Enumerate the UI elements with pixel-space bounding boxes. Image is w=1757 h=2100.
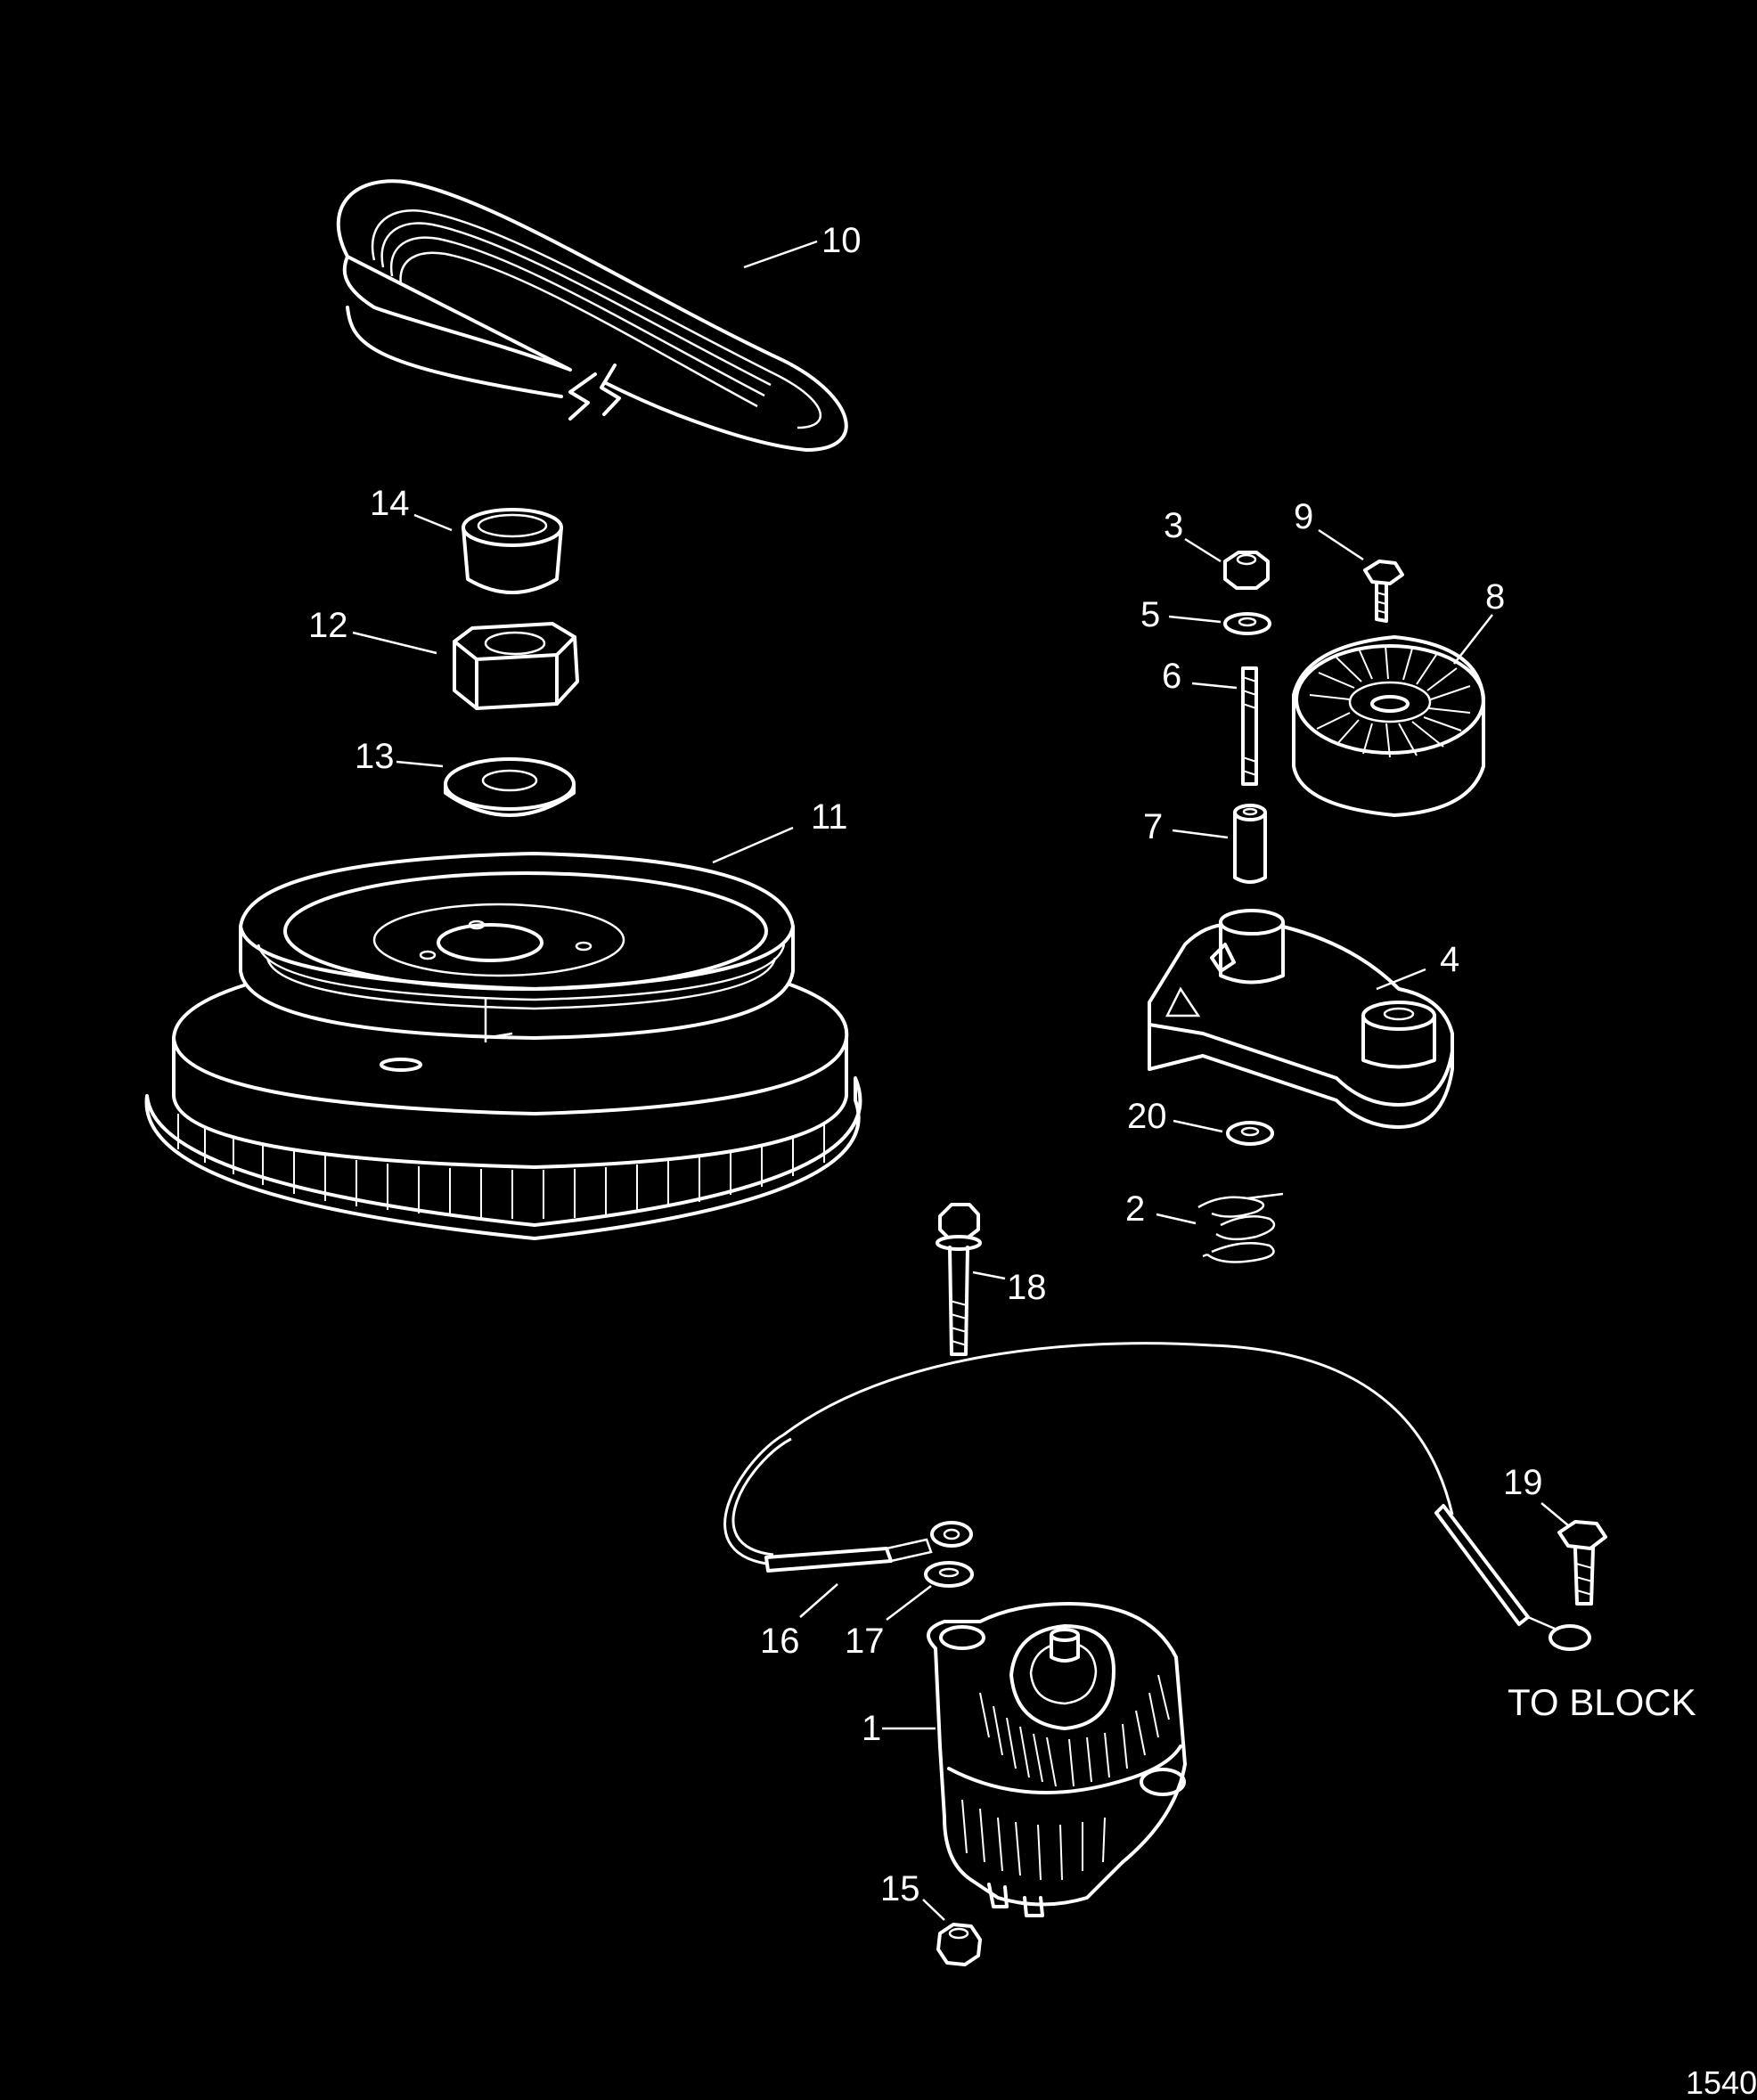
part-9-bolt xyxy=(1363,560,1404,623)
callout-5: 5 xyxy=(1140,595,1160,634)
callout-1: 1 xyxy=(862,1709,881,1748)
callout-8: 8 xyxy=(1485,577,1505,617)
ground-wire-cable xyxy=(723,1342,1591,1651)
part-8-idler-pulley xyxy=(1292,635,1485,817)
callout-12: 12 xyxy=(308,606,348,645)
callout-16: 16 xyxy=(760,1622,800,1661)
part-19-bolt xyxy=(1557,1520,1607,1606)
leader-5 xyxy=(1168,615,1222,624)
leader-11 xyxy=(712,826,794,864)
callout-18: 18 xyxy=(1007,1268,1047,1307)
leader-14 xyxy=(413,513,453,532)
callout-17: 17 xyxy=(845,1622,885,1661)
leader-6 xyxy=(1191,682,1238,690)
part-11-flywheel xyxy=(144,852,862,1240)
callout-labels: 10 14 12 13 11 3 9 8 5 6 7 4 20 2 18 19 … xyxy=(308,221,1543,1908)
leader-lines xyxy=(352,240,1569,1921)
leader-9 xyxy=(1318,528,1364,561)
part-13-washer xyxy=(444,757,576,817)
callout-20: 20 xyxy=(1127,1097,1167,1136)
leader-19 xyxy=(1540,1502,1569,1526)
part-2-spring xyxy=(1197,1192,1284,1263)
callout-15: 15 xyxy=(880,1869,920,1908)
leader-16 xyxy=(799,1583,838,1618)
callout-7: 7 xyxy=(1143,807,1163,846)
leader-12 xyxy=(352,631,437,655)
leader-4 xyxy=(1376,968,1426,991)
leader-2 xyxy=(1156,1213,1197,1225)
leader-10 xyxy=(743,240,818,269)
callout-10: 10 xyxy=(821,221,862,260)
part-15-nut xyxy=(936,1923,982,1966)
part-1-alternator xyxy=(927,1602,1187,1917)
part-17-washer xyxy=(924,1561,974,1588)
part-7-spacer xyxy=(1233,804,1267,884)
callout-6: 6 xyxy=(1162,657,1181,696)
part-12-hex-nut xyxy=(453,622,579,710)
part-10-drive-belt xyxy=(336,179,848,452)
leader-13 xyxy=(396,760,444,768)
document-id: 1540 xyxy=(1686,2064,1757,2100)
callout-11: 11 xyxy=(811,797,848,837)
callout-9: 9 xyxy=(1294,497,1313,536)
part-3-nut xyxy=(1223,551,1270,590)
part-14-bushing xyxy=(462,508,563,594)
to-block-label: TO BLOCK xyxy=(1508,1681,1696,1723)
part-4-tensioner-bracket xyxy=(1148,909,1454,1129)
leader-8 xyxy=(1453,614,1493,665)
leader-17 xyxy=(886,1585,932,1621)
callout-14: 14 xyxy=(370,484,410,523)
leader-20 xyxy=(1173,1119,1223,1133)
leader-7 xyxy=(1172,829,1229,839)
callout-4: 4 xyxy=(1440,940,1459,979)
callout-3: 3 xyxy=(1164,506,1183,545)
callout-13: 13 xyxy=(355,737,395,776)
leader-18 xyxy=(972,1271,1006,1280)
part-20-washer xyxy=(1226,1121,1274,1146)
part-5-washer xyxy=(1223,612,1271,635)
callout-19: 19 xyxy=(1503,1463,1543,1502)
part-6-stud xyxy=(1241,666,1258,786)
leader-3 xyxy=(1184,537,1222,563)
callout-2: 2 xyxy=(1125,1189,1145,1229)
leader-15 xyxy=(922,1899,945,1921)
part-18-long-bolt xyxy=(936,1203,982,1356)
